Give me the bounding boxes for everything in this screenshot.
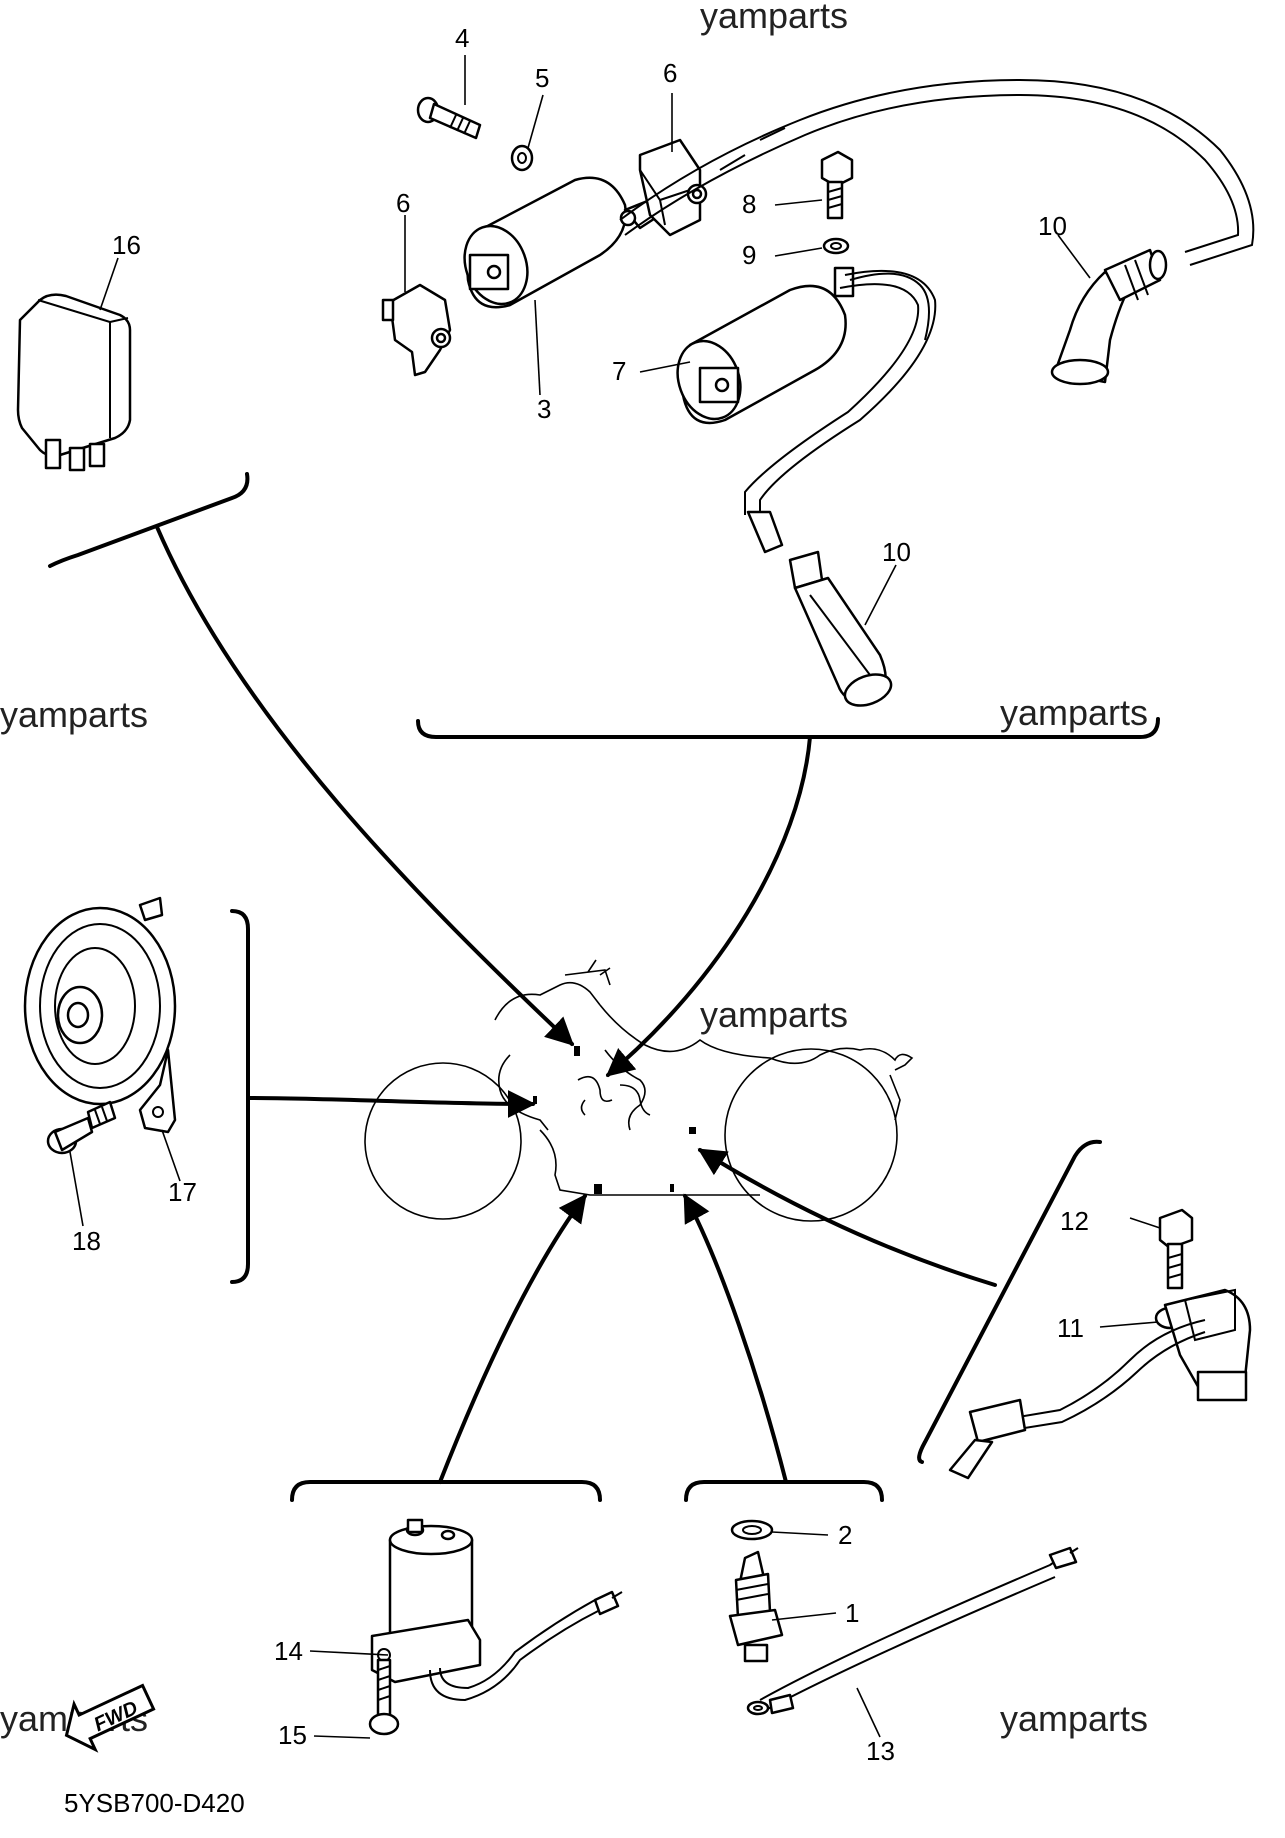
callout-number: 11 [1057, 1313, 1084, 1343]
watermark: yamparts [1000, 1698, 1148, 1739]
neutral-switch-lead [746, 1546, 1079, 1716]
group-bracket-servo [290, 1480, 602, 1502]
callout-number: 10 [882, 537, 911, 567]
bolt-8 [820, 150, 854, 220]
callout-number: 16 [112, 230, 141, 260]
group-bracket-horn [230, 909, 250, 1284]
watermark: yamparts [700, 994, 848, 1035]
location-marker [533, 1096, 537, 1104]
location-marker [577, 1075, 651, 1116]
callout-number: 18 [72, 1226, 101, 1256]
group-bracket-ignition [416, 717, 1160, 739]
watermark: yamparts [1000, 692, 1148, 733]
callout-number: 9 [742, 240, 756, 270]
callout-number: 8 [742, 189, 756, 219]
speed-sensor [948, 1288, 1252, 1480]
washer-5 [510, 144, 534, 172]
callout-number: 5 [535, 63, 549, 93]
group-bracket-speed-sensor [917, 1139, 1102, 1464]
callout-number: 6 [663, 58, 677, 88]
horn [23, 896, 177, 1134]
callout-number: 14 [274, 1636, 303, 1666]
callout-number: 4 [455, 23, 469, 53]
location-arrow [155, 525, 575, 1046]
location-marker [574, 1046, 580, 1056]
group-bracket-relay [48, 472, 250, 568]
location-arrow [683, 1193, 788, 1484]
callout-number: 17 [168, 1177, 197, 1207]
neutral-switch [728, 1550, 784, 1663]
bracket-upper [638, 138, 708, 237]
bolt-12 [1158, 1208, 1194, 1290]
callout-number: 3 [537, 394, 551, 424]
group-bracket-neutral-switch [684, 1480, 884, 1502]
callout-number: 13 [866, 1736, 895, 1766]
location-arrow [438, 1193, 587, 1484]
callout-number: 7 [612, 356, 626, 386]
spark-plug-cap-lower [788, 550, 893, 707]
ignition-coil-lower [676, 266, 930, 425]
callout-number: 15 [278, 1720, 307, 1750]
callout-number: 2 [838, 1520, 852, 1550]
watermark: yamparts [700, 0, 848, 36]
callout-number: 12 [1060, 1206, 1089, 1236]
high-tension-lead-lower [759, 269, 937, 520]
location-marker [670, 1184, 674, 1192]
location-arrow [246, 1089, 536, 1118]
washer-2 [730, 1519, 774, 1541]
location-marker [689, 1127, 696, 1134]
bolt-15 [368, 1658, 400, 1736]
callout-number: 10 [1038, 211, 1067, 241]
relay-unit [16, 293, 132, 472]
servo-motor [370, 1518, 623, 1702]
washer-9 [822, 237, 850, 255]
ignition-coil-upper [463, 176, 662, 309]
bracket-left [381, 283, 452, 377]
callout-number: 6 [396, 188, 410, 218]
bolt-4 [416, 96, 482, 140]
callout-number: 1 [845, 1598, 859, 1628]
location-marker [594, 1184, 602, 1194]
diagram-code: 5YSB700-D420 [64, 1788, 245, 1818]
leader-lines [69, 55, 1161, 1739]
location-arrow [605, 735, 812, 1077]
motorcycle-outline [364, 959, 914, 1222]
high-tension-lead-upper [619, 78, 1255, 266]
spark-plug-cap-right [1050, 248, 1168, 386]
location-arrow [697, 1148, 997, 1287]
bolt-18 [46, 1100, 117, 1155]
watermark: yamparts [0, 694, 148, 735]
